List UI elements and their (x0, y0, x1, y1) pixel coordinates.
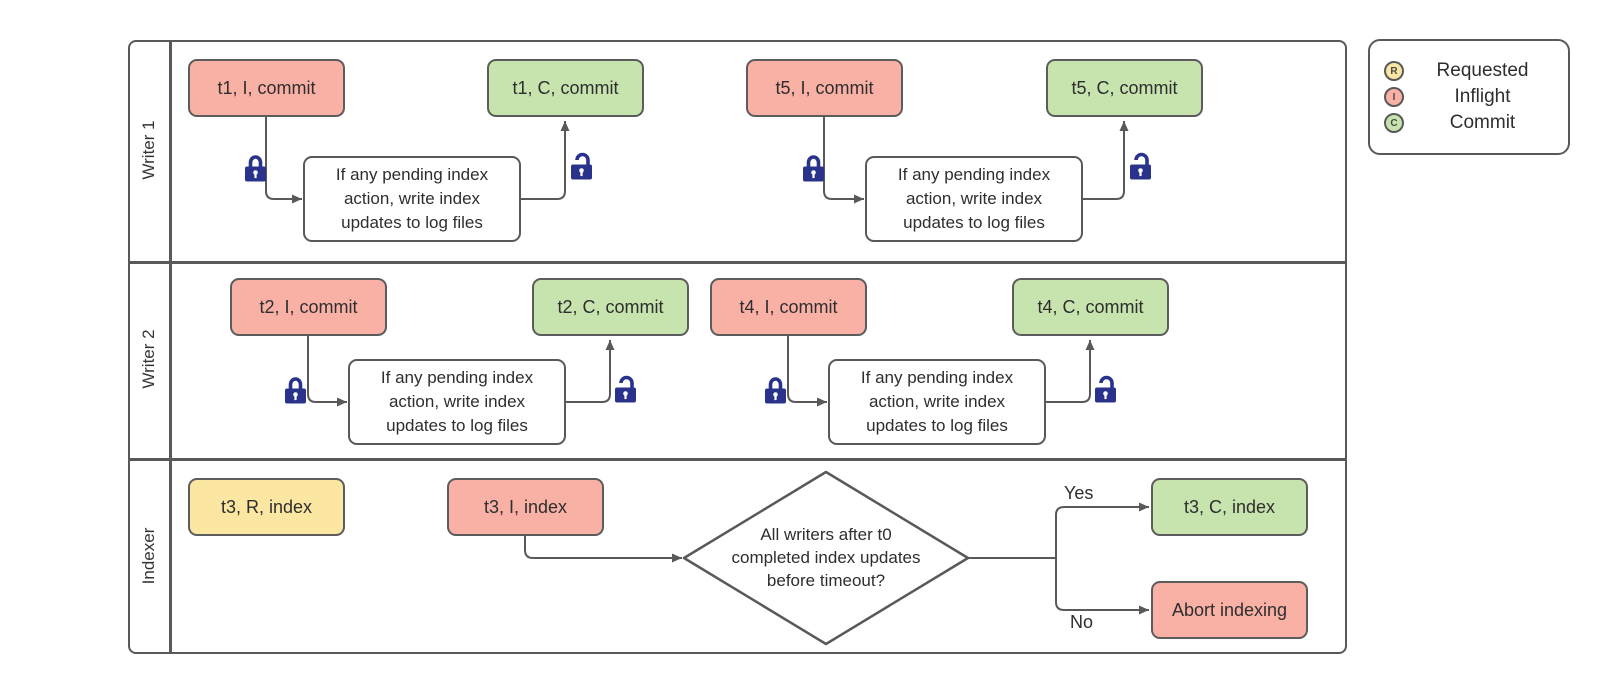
node-t2-commit: t2, C, commit (532, 278, 689, 336)
note-pending-index-4: If any pending index action, write index… (828, 359, 1046, 445)
legend-label-inflight: Inflight (1454, 86, 1511, 107)
lock-open-icon (1130, 152, 1151, 180)
lock-open-icon (1095, 375, 1116, 403)
legend: R Requested I Inflight C Commit (1368, 39, 1570, 155)
node-t3-inflight: t3, I, index (447, 478, 604, 536)
node-t5-commit: t5, C, commit (1046, 59, 1203, 117)
note-pending-index-2: If any pending index action, write index… (865, 156, 1083, 242)
lane-label-writer-2: Writer 2 (139, 329, 158, 389)
lane-separator-1 (128, 261, 1347, 264)
commit-badge-icon: C (1384, 113, 1404, 133)
lane-label-writer-1: Writer 1 (139, 120, 158, 180)
legend-label-commit: Commit (1449, 112, 1516, 133)
node-t3-requested: t3, R, index (188, 478, 345, 536)
lane-separator-2 (128, 458, 1347, 461)
legend-item-requested: R Requested (1384, 58, 1556, 84)
lock-closed-icon (803, 155, 824, 182)
lane-label-indexer: Indexer (139, 527, 158, 585)
node-t3-commit: t3, C, index (1151, 478, 1308, 536)
lock-open-icon (615, 375, 636, 403)
requested-badge-icon: R (1384, 61, 1404, 81)
yes-branch-label: Yes (1064, 483, 1094, 503)
lock-closed-icon (765, 377, 786, 404)
legend-item-inflight: I Inflight (1384, 84, 1556, 110)
node-t4-inflight: t4, I, commit (710, 278, 867, 336)
lock-closed-icon (285, 377, 306, 404)
lane-label-divider (169, 40, 172, 654)
swimlane-frame (128, 40, 1347, 654)
node-t4-commit: t4, C, commit (1012, 278, 1169, 336)
lock-closed-icon (245, 155, 266, 182)
node-t1-inflight: t1, I, commit (188, 59, 345, 117)
decision-question: All writers after t0 completed index upd… (731, 525, 921, 590)
legend-item-commit: C Commit (1384, 110, 1556, 136)
node-t5-inflight: t5, I, commit (746, 59, 903, 117)
legend-label-requested: Requested (1436, 60, 1529, 81)
node-t2-inflight: t2, I, commit (230, 278, 387, 336)
inflight-badge-icon: I (1384, 87, 1404, 107)
note-pending-index-3: If any pending index action, write index… (348, 359, 566, 445)
lock-open-icon (571, 152, 592, 180)
node-abort-indexing: Abort indexing (1151, 581, 1308, 639)
no-branch-label: No (1070, 612, 1094, 632)
note-pending-index-1: If any pending index action, write index… (303, 156, 521, 242)
node-t1-commit: t1, C, commit (487, 59, 644, 117)
